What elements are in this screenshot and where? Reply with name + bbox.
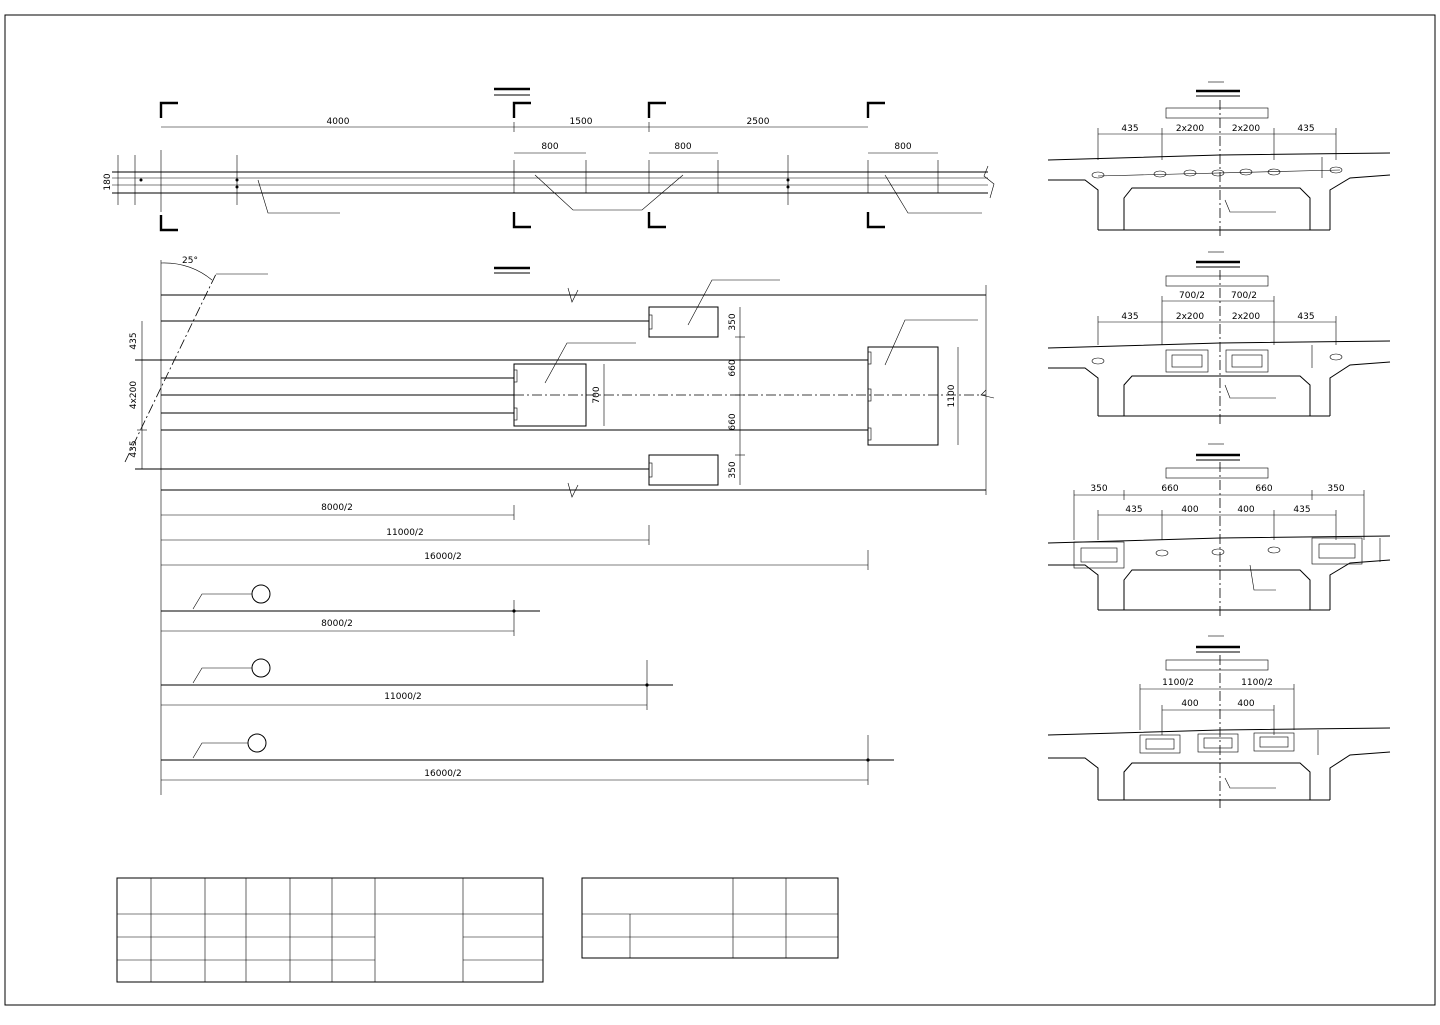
sec3-dim-top-3: 660 [1255, 484, 1272, 494]
bar-length-2: 11000/2 [384, 692, 421, 702]
block-top [648, 306, 719, 338]
sec4-dim-1: 400 [1181, 699, 1198, 709]
sec1-dim-4: 435 [1297, 124, 1314, 134]
dim-segment-2: 1500 [570, 117, 593, 127]
sec2-dim-top-1: 700/2 [1179, 291, 1205, 301]
dim-right-2: 660 [728, 359, 738, 376]
dim-sub-3: 800 [894, 142, 911, 152]
sec4-dim-top-2: 1100/2 [1241, 678, 1273, 688]
dim-length-1: 8000/2 [321, 503, 353, 513]
bar-length-1: 8000/2 [321, 619, 353, 629]
dim-block-1100: 1100 [947, 384, 957, 407]
plan-top-view: 4000 1500 2500 800 800 800 180 [103, 87, 995, 232]
sec2-dim-top-2: 700/2 [1231, 291, 1257, 301]
cross-section-4: 1100/2 1100/2 400 400 [1047, 635, 1391, 808]
quantity-table-2 [581, 877, 839, 959]
dim-left-3: 435 [129, 440, 139, 457]
bar-details: 8000/2 11000/2 16000/2 [161, 584, 894, 785]
block-middle [513, 363, 587, 427]
sec2-dim-2: 2x200 [1176, 312, 1205, 322]
angle-label: 25° [182, 256, 198, 266]
bar-length-3: 16000/2 [424, 769, 461, 779]
cross-section-1: 435 2x200 2x200 435 [1047, 81, 1391, 238]
sec2-dim-4: 435 [1297, 312, 1314, 322]
plan-main-view: 25° 43 [124, 256, 995, 795]
dim-segment-3: 2500 [747, 117, 770, 127]
sec3-dim-top-4: 350 [1327, 484, 1344, 494]
dim-length-2: 11000/2 [386, 528, 423, 538]
sec3-dim-3: 400 [1237, 505, 1254, 515]
sec3-dim-top-2: 660 [1161, 484, 1178, 494]
sec4-dim-top-1: 1100/2 [1162, 678, 1194, 688]
bar-number-circle-1 [251, 584, 271, 604]
dim-left-1: 435 [129, 332, 139, 349]
sheet-border [4, 14, 1436, 1006]
dim-sub-2: 800 [674, 142, 691, 152]
dim-sub-1: 800 [541, 142, 558, 152]
quantity-table-1 [116, 877, 544, 983]
block-end [867, 346, 939, 446]
sec1-dim-3: 2x200 [1232, 124, 1261, 134]
sec2-dim-1: 435 [1121, 312, 1138, 322]
dim-length-3: 16000/2 [424, 552, 461, 562]
dim-segment-1: 4000 [327, 117, 350, 127]
dim-right-3: 660 [728, 413, 738, 430]
sec3-dim-4: 435 [1293, 505, 1310, 515]
sec1-dim-1: 435 [1121, 124, 1138, 134]
section-marks [159, 101, 885, 232]
block-bottom [648, 454, 719, 486]
sec3-dim-1: 435 [1125, 505, 1142, 515]
dim-thickness: 180 [103, 173, 113, 190]
sec3-dim-top-1: 350 [1090, 484, 1107, 494]
sec2-dim-3: 2x200 [1232, 312, 1261, 322]
dim-right-4: 350 [728, 461, 738, 478]
sec4-dim-2: 400 [1237, 699, 1254, 709]
cross-section-3: 350 660 660 350 435 400 400 435 [1047, 443, 1391, 618]
dim-left-2: 4x200 [129, 381, 139, 410]
bar-number-circle-3 [247, 733, 267, 753]
dim-right-1: 350 [728, 313, 738, 330]
sec1-dim-2: 2x200 [1176, 124, 1205, 134]
cross-section-2: 700/2 700/2 435 2x200 2x200 435 [1047, 251, 1391, 425]
bar-number-circle-2 [251, 658, 271, 678]
sec3-dim-2: 400 [1181, 505, 1198, 515]
dim-block-700: 700 [592, 386, 602, 403]
